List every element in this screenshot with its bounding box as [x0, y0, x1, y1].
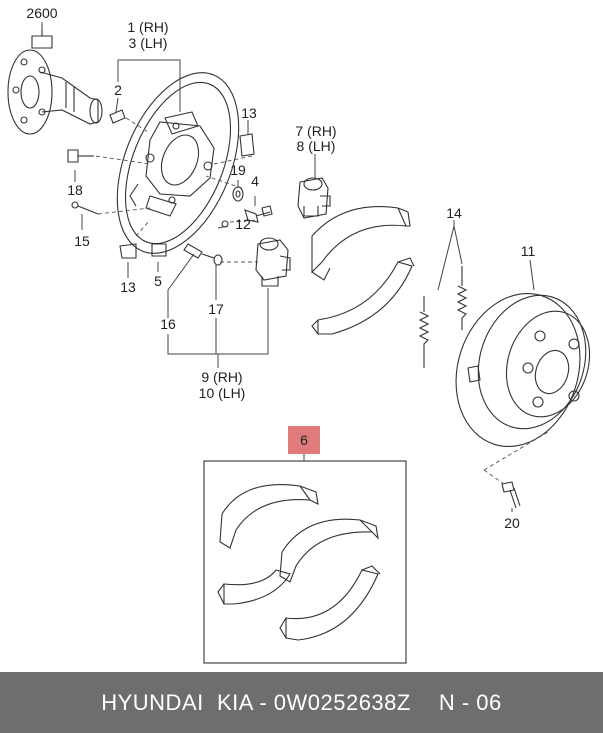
- clip-part-lower: [119, 243, 137, 259]
- bolt-20: [501, 481, 521, 509]
- kit-shoe-4: [279, 565, 381, 641]
- brake-drum: [455, 292, 591, 448]
- callout-4: 4: [251, 173, 259, 189]
- callout-1-rh: 1 (RH): [127, 19, 168, 35]
- callout-7-rh: 7 (RH): [295, 123, 336, 139]
- dashed-guides: [95, 117, 549, 485]
- callout-18: 18: [67, 182, 83, 198]
- callout-2: 2: [114, 82, 122, 98]
- plate-5: [151, 243, 167, 257]
- callout-12: 12: [235, 216, 251, 232]
- callout-8-lh: 8 (LH): [297, 138, 336, 154]
- adjuster-16-17: [183, 243, 223, 266]
- nut-19: [232, 186, 244, 202]
- leader-lines: [41, 22, 535, 512]
- clip-part-upper: [239, 133, 255, 157]
- callout-13-lower: 13: [120, 279, 136, 295]
- bolt-4: [244, 205, 273, 223]
- callout-6: 6: [300, 432, 308, 448]
- brake-shoe-upper: [311, 206, 411, 281]
- callout-20: 20: [504, 515, 520, 531]
- brake-assembly-diagram: 2600 1 (RH) 3 (LH) 2 13 7 (RH) 8 (LH) 14…: [7, 5, 591, 664]
- clip-part: [109, 109, 126, 124]
- callout-10-lh: 10 (LH): [199, 385, 246, 401]
- kit-shoe-2: [279, 518, 379, 583]
- bolt-18: [67, 149, 94, 163]
- callout-5: 5: [154, 273, 162, 289]
- callout-17: 17: [208, 301, 224, 317]
- callout-13-upper: 13: [241, 105, 257, 121]
- footer-brand-part-number: HYUNDAI KIA - 0W0252638Z: [101, 689, 411, 715]
- callout-19: 19: [230, 162, 246, 178]
- callout-9-rh: 9 (RH): [201, 369, 242, 385]
- callout-11: 11: [521, 243, 536, 259]
- wheel-cylinder-9-10: [255, 237, 291, 287]
- callout-15: 15: [74, 233, 90, 249]
- wheel-cylinder-7-8: [297, 177, 331, 219]
- footer-page-code: N - 06: [438, 689, 502, 715]
- kit-shoe-3: [217, 569, 291, 605]
- callout-2600: 2600: [26, 5, 57, 21]
- return-springs-14: [418, 266, 468, 368]
- brake-shoe-lower: [311, 257, 415, 335]
- callout-14: 14: [446, 205, 462, 221]
- callout-3-lh: 3 (LH): [129, 35, 168, 51]
- callout-6-highlight: [288, 426, 320, 454]
- kit-shoe-1: [219, 484, 319, 549]
- brake-shoe-kit-frame: [203, 460, 407, 664]
- callout-16: 16: [160, 316, 176, 332]
- axle-hub-flange: [7, 30, 103, 135]
- part-number-footer: HYUNDAI KIA - 0W0252638Z N - 06: [0, 672, 603, 733]
- pin-15: [71, 201, 99, 215]
